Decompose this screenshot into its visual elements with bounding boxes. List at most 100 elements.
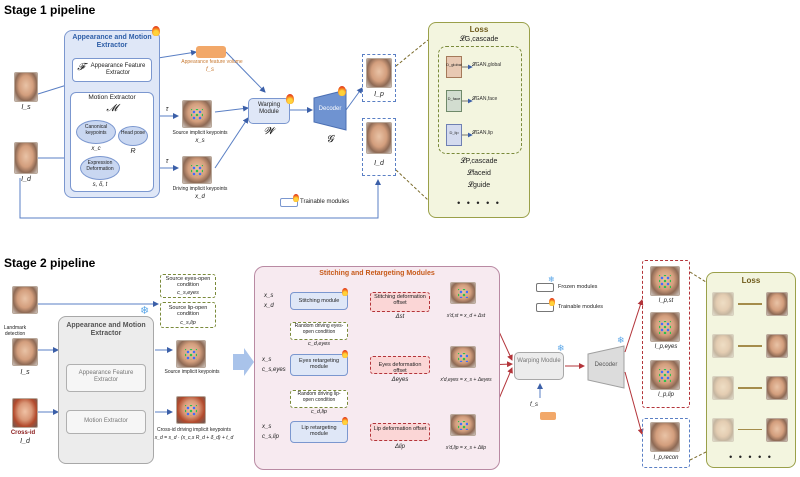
stitching-module xyxy=(290,292,348,310)
stage2-crossid-kp-face xyxy=(176,396,206,424)
stage2-decoder-label: Decoder xyxy=(594,362,618,368)
source-lip-cond-symbol: c_s,lip xyxy=(180,320,196,326)
loss-face xyxy=(766,292,788,316)
stage2-source-face xyxy=(12,338,38,366)
out-recon-symbol: I_p,recon xyxy=(653,455,679,461)
big-arrow-icon xyxy=(233,348,254,376)
stage2-landmark-face xyxy=(12,286,38,314)
snowflake-icon: ❄ xyxy=(617,335,625,345)
flame-icon xyxy=(152,26,160,36)
row1-input-b: x_d xyxy=(264,303,274,309)
out-lip-symbol: I_p,lip xyxy=(657,392,674,398)
stage1-source-kp-face xyxy=(182,100,212,128)
stage1-appearance-label: Appearance Feature Extractor xyxy=(90,63,146,76)
stage2-source-symbol: I_s xyxy=(20,369,30,376)
stage2-landmark-label: Landmark detection xyxy=(3,325,27,337)
stage2-warping-label: Warping Module xyxy=(517,358,561,364)
stage2-outputs-frame xyxy=(642,260,690,408)
stage2-warping-module xyxy=(514,352,564,380)
out-eyes-symbol: I_p,eyes xyxy=(654,344,678,350)
stage1-trainable-legend: Trainable modules xyxy=(300,199,350,205)
stage2-motion-label: Motion Extractor xyxy=(84,418,128,424)
flame-icon xyxy=(549,298,555,306)
legend-frozen-swatch xyxy=(536,283,554,292)
stage2-crossid-kp-label: Cross-id driving implicit keypoints xyxy=(157,427,231,433)
stage1-source-face xyxy=(14,72,38,102)
stage1-decoder-shape xyxy=(313,89,347,131)
lip-offset-box xyxy=(370,423,430,441)
stage1-driving-symbol: I_d xyxy=(21,176,31,183)
stage1-driving-kp-face xyxy=(182,156,212,184)
gan-face-label: 𝓛GAN,face xyxy=(472,96,498,102)
flame-icon xyxy=(293,194,299,202)
lip-retargeting-module xyxy=(290,421,348,443)
lip-offset-symbol: Δlip xyxy=(394,444,406,450)
stage1-source-kp-symbol: x_s xyxy=(195,138,205,144)
stage1-loss-title: Loss xyxy=(469,25,489,34)
flame-icon xyxy=(286,94,294,104)
stage1-output-symbol: I_p xyxy=(374,91,384,98)
tau-bottom: τ xyxy=(165,158,169,165)
stitching-module-label: Stitching module xyxy=(298,298,340,304)
stage1-output-face xyxy=(366,58,392,88)
lip-result-face xyxy=(450,414,476,436)
stage2-source-kp-face xyxy=(176,340,206,368)
stage2-fs-symbol: f_s xyxy=(529,402,538,408)
row3-input-b: c_s,lip xyxy=(262,434,280,440)
canonical-label: Canonical keypoints xyxy=(84,124,108,136)
expression-ellipse xyxy=(80,156,120,180)
source-eyes-cond-box xyxy=(160,274,216,298)
loss-face xyxy=(766,334,788,358)
stitching-offset-label: Stitching deformation offset xyxy=(374,294,426,307)
row2-input-b: c_s,eyes xyxy=(262,367,286,373)
stage2-crossid-symbol: I_d xyxy=(20,438,30,445)
stage1-motion-label: Motion Extractor xyxy=(88,94,136,101)
source-lip-cond-box xyxy=(160,302,216,328)
stage1-warping-module xyxy=(248,98,290,124)
gan-lip-label: 𝓛GAN,lip xyxy=(472,130,493,136)
eyes-offset-label: Eyes deformation offset xyxy=(378,362,422,375)
eyes-retargeting-module xyxy=(290,354,348,376)
random-lip-label: Random driving lip-open condition xyxy=(297,391,341,403)
stage2-appearance-label: Appearance Feature Extractor xyxy=(78,370,134,383)
eyes-result-face xyxy=(450,346,476,368)
stage2-recon-frame xyxy=(642,418,690,468)
snowflake-icon: ❄ xyxy=(557,343,565,353)
snowflake-icon: ❄ xyxy=(140,305,150,317)
stage1-appearance-symbol: 𝓕 xyxy=(77,62,85,73)
tau-top: τ xyxy=(165,106,169,113)
stage1-driving-face xyxy=(14,142,38,174)
disc-lip-label: D_lip xyxy=(449,130,459,135)
stitching-offset-symbol: Δst xyxy=(395,314,405,320)
stage1-warping-symbol: 𝓦 xyxy=(263,126,275,137)
eyes-offset-symbol: Δeyes xyxy=(391,377,409,383)
stage1-appearance-extractor xyxy=(72,58,152,82)
stage1-encoder-title: Appearance and Motion Extractor xyxy=(72,34,152,50)
canonical-ellipse xyxy=(76,120,116,144)
params-symbol: s, δ, t xyxy=(92,182,108,188)
stage1-output-frame xyxy=(362,54,396,102)
disc-face-label: D_face xyxy=(447,96,461,101)
head-pose-symbol: R xyxy=(130,148,136,155)
loss-face xyxy=(712,292,734,316)
stage2-frozen-legend: Frozen modules xyxy=(558,284,598,290)
stage1-decoder-symbol: 𝓖 xyxy=(326,134,334,145)
source-lip-cond-label: Source lip-open condition xyxy=(168,305,208,318)
flame-icon xyxy=(342,288,348,296)
random-eyes-label: Random driving eyes-open condition xyxy=(294,323,344,335)
loss-p-cascade: 𝓛P,cascade xyxy=(460,158,498,165)
legend-trainable-swatch xyxy=(280,198,298,207)
gan-loss-group xyxy=(438,46,522,154)
stage1-title: Stage 1 pipeline xyxy=(4,3,96,17)
row2-input-a: x_s xyxy=(262,357,272,363)
loss-arrows xyxy=(738,303,762,430)
stage1-motion-symbol: 𝓜 xyxy=(106,103,118,114)
loss-more: • • • • • xyxy=(457,198,501,208)
out-eyes-face xyxy=(650,312,680,342)
stage2-motion-extractor xyxy=(66,410,146,434)
stage2-loss-more: • • • • • xyxy=(729,452,773,462)
disc-global-block xyxy=(446,56,462,78)
stage2-source-kp-label: Source implicit keypoints xyxy=(164,369,220,375)
stage2-appearance-extractor xyxy=(66,364,146,392)
stage2-fs-block xyxy=(540,412,556,420)
